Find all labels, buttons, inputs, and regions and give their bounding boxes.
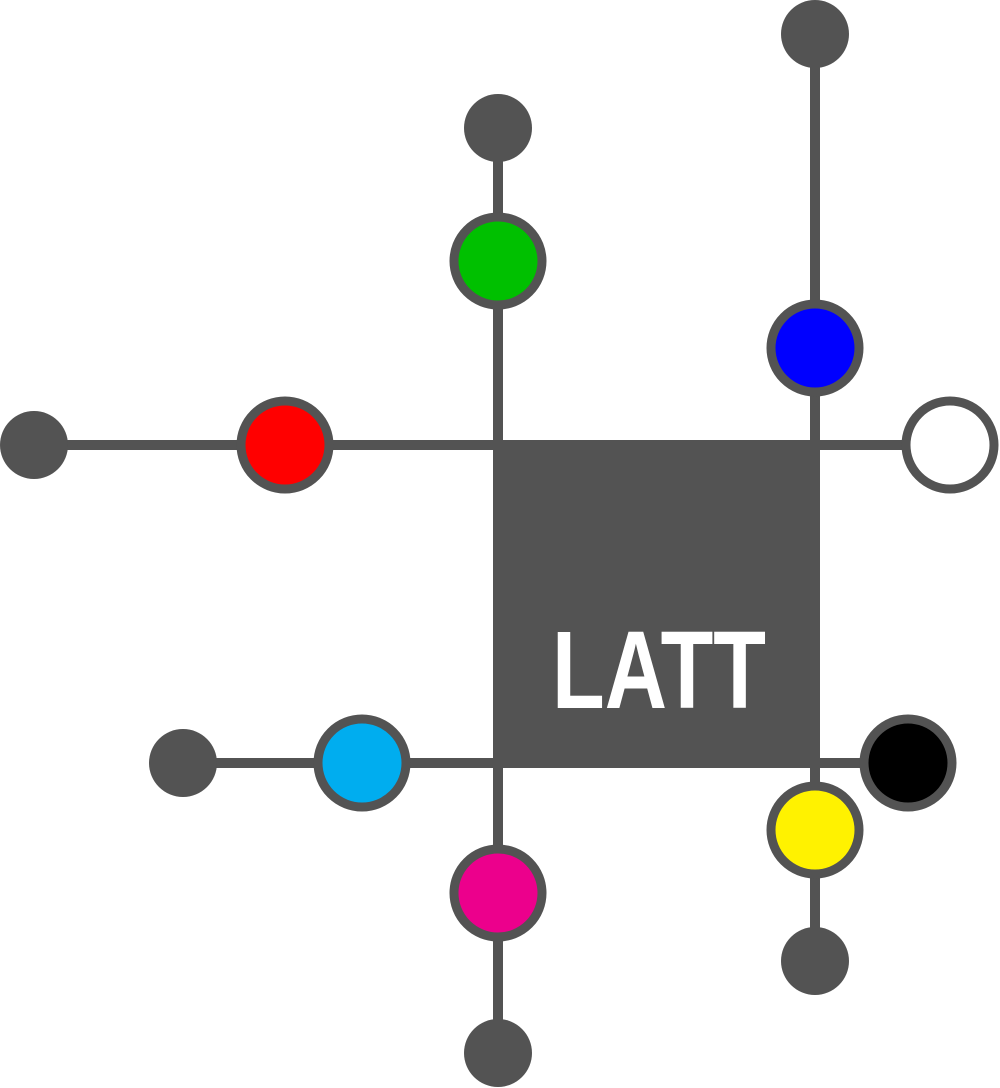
node-blue — [766, 299, 864, 397]
node-red — [236, 396, 334, 494]
logo-box — [493, 440, 820, 768]
logo-text: LATT — [552, 609, 766, 732]
end-dot-top-right — [781, 0, 849, 68]
node-yellow — [766, 781, 864, 879]
end-dot-left-lower — [149, 729, 217, 797]
end-dot-bottom-left — [464, 1019, 532, 1087]
node-green — [449, 212, 547, 310]
node-magenta — [449, 844, 547, 942]
node-black — [859, 714, 957, 812]
node-cyan — [313, 714, 411, 812]
end-dot-top-left — [464, 94, 532, 162]
node-white — [901, 396, 999, 494]
end-dot-left-upper — [0, 411, 68, 479]
end-dot-bottom-right — [781, 927, 849, 995]
